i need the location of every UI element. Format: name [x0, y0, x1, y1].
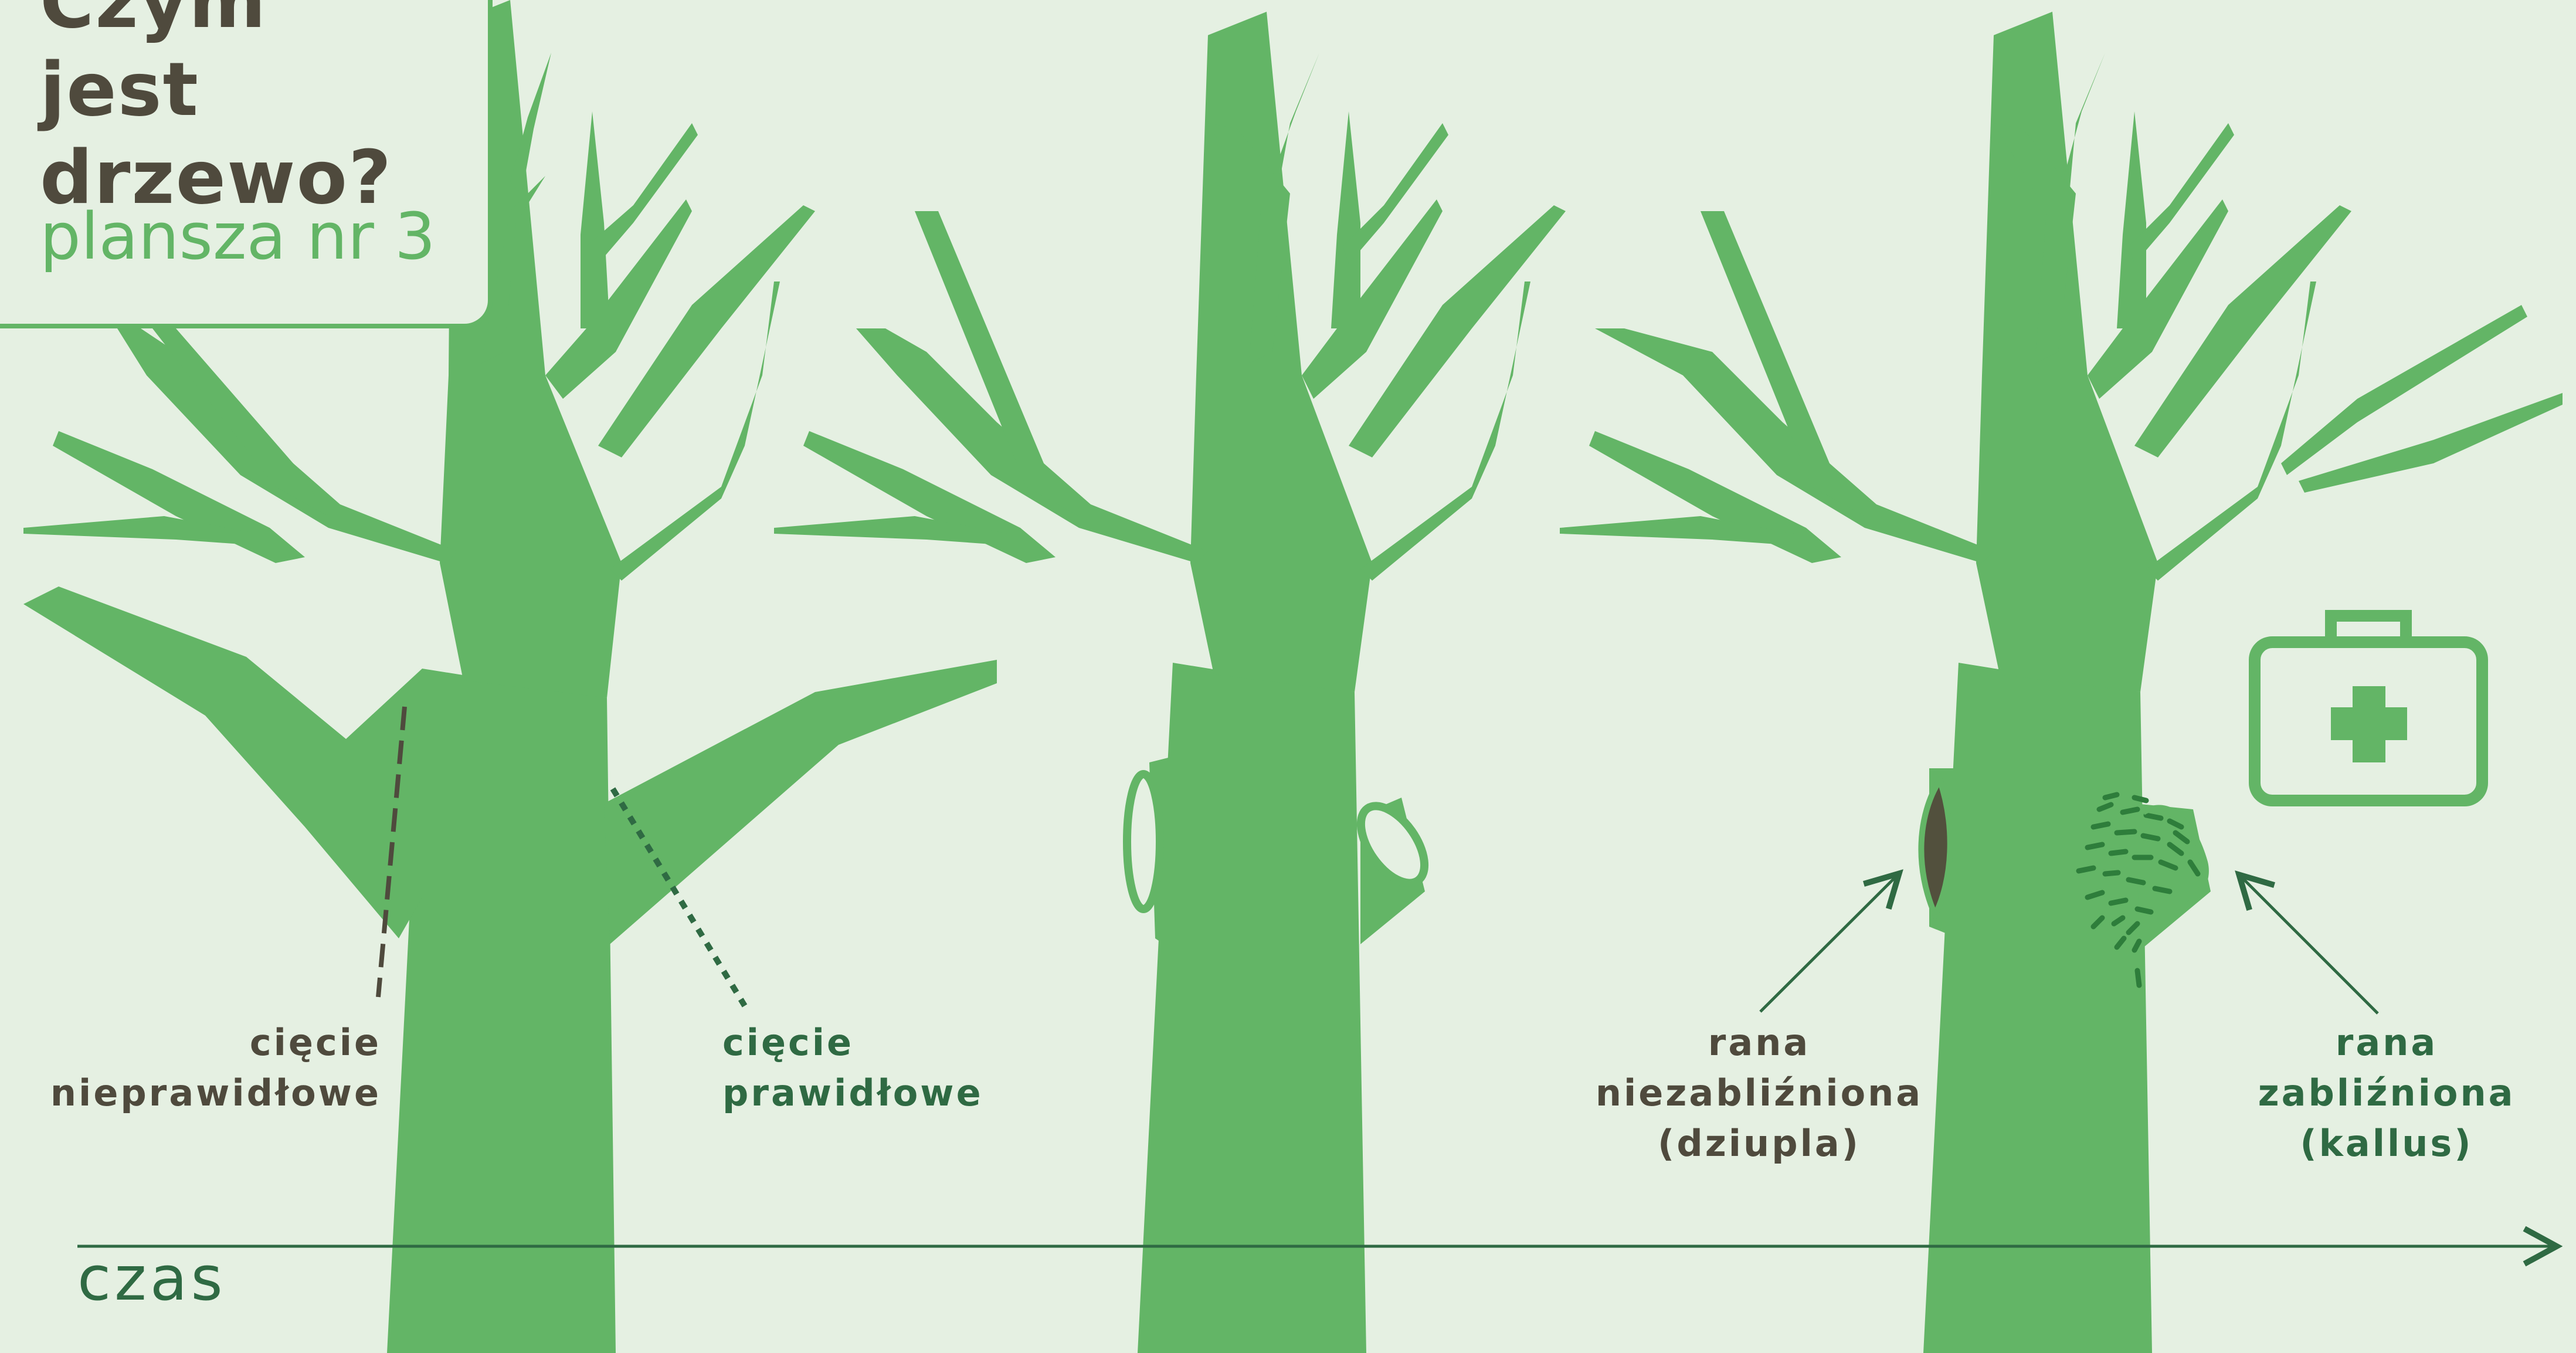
- correct-cut-label: cięcie prawidłowe: [722, 1018, 1051, 1118]
- healed-wound-label: rana zabliźniona (kallus): [2228, 1018, 2545, 1169]
- healed-wound-label-line-1: rana: [2228, 1018, 2545, 1068]
- unhealed-wound-label-line-1: rana: [1560, 1018, 1959, 1068]
- page-subtitle: plansza nr 3: [40, 198, 436, 274]
- hollow-wound: [1921, 780, 1950, 915]
- unhealed-wound-label-line-3: (dziupla): [1560, 1118, 1959, 1169]
- healed-wound-label-line-2: zabliźniona: [2228, 1068, 2545, 1118]
- correct-cut-label-line-2: prawidłowe: [722, 1068, 1051, 1118]
- page-title: Czym jest drzewo?: [40, 0, 392, 222]
- stub-ring-left: [1127, 774, 1160, 909]
- arrow-unhealed: [1760, 876, 1897, 1012]
- unhealed-wound-label: rana niezabliźniona (dziupla): [1560, 1018, 1959, 1169]
- arrow-healed: [2241, 877, 2378, 1013]
- incorrect-cut-label-line-1: cięcie: [35, 1018, 381, 1068]
- correct-cut-label-line-1: cięcie: [722, 1018, 1051, 1068]
- incorrect-cut-label-line-2: nieprawidłowe: [35, 1068, 381, 1118]
- title-line-1: Czym: [40, 0, 267, 45]
- title-card: Czym jest drzewo? plansza nr 3: [0, 0, 493, 328]
- incorrect-cut-label: cięcie nieprawidłowe: [35, 1018, 381, 1118]
- unhealed-wound-label-line-2: niezabliźniona: [1560, 1068, 1959, 1118]
- title-line-2: jest: [40, 46, 199, 133]
- first-aid-cross: [2331, 686, 2407, 762]
- time-axis-label: czas: [77, 1243, 226, 1314]
- healed-wound-label-line-3: (kallus): [2228, 1118, 2545, 1169]
